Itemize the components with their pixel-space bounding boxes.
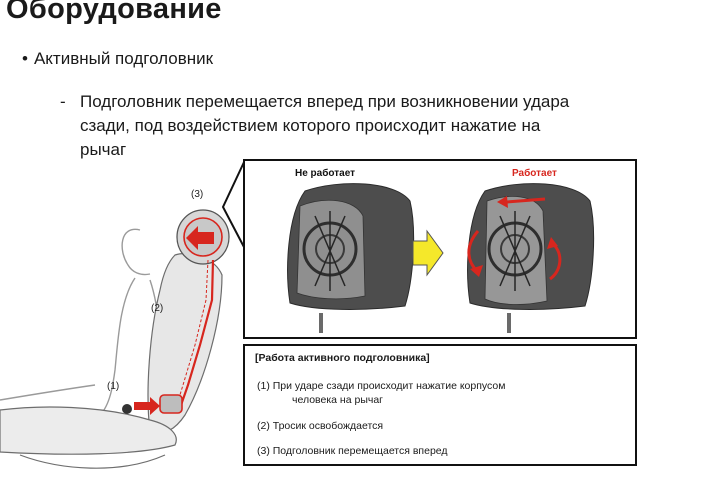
lever-mechanism [122, 394, 183, 415]
sub-line-2: сзади, под воздействием которого происхо… [80, 116, 541, 135]
sub-line-3: рычаг [80, 140, 127, 159]
callout-2: (2) [151, 303, 164, 314]
bullet-text: Активный подголовник [33, 49, 214, 68]
seat-back [147, 253, 223, 434]
headrest-photos [287, 183, 595, 333]
info-item-1b: человека на рычаг [292, 394, 384, 406]
seat-cushion [0, 406, 177, 469]
info-item-1a: (1) При ударе сзади происходит нажатие к… [257, 380, 506, 392]
label-not-working: Не работает [295, 168, 356, 179]
yellow-arrow [412, 229, 444, 277]
headrest-photo-active [467, 183, 595, 333]
page-title: Оборудование [6, 0, 222, 25]
cable-path-outline [175, 259, 209, 409]
cable-path [178, 259, 215, 409]
headrest-photo-panel: Не работает Работает [243, 159, 637, 339]
seat-diagram [0, 209, 230, 469]
info-header: [Работа активного подголовника] [255, 352, 430, 364]
callout-connector [221, 159, 246, 250]
info-item-2: (2) Тросик освобождается [257, 420, 384, 432]
label-working: Работает [512, 168, 557, 179]
info-box: [Работа активного подголовника] (1) При … [243, 344, 637, 466]
headrest-diagram [176, 209, 230, 265]
info-item-3: (3) Подголовник перемещается вперед [257, 445, 448, 457]
callout-1: (1) [107, 381, 120, 392]
callout-3: (3) [191, 189, 204, 200]
sub-line-1: Подголовник перемещается вперед при возн… [80, 92, 570, 111]
bullet-mark: • [22, 49, 28, 68]
sub-dash: - [60, 92, 66, 111]
headrest-photo-inactive [287, 183, 415, 333]
sub-bullet: - Подголовник перемещается вперед при во… [60, 90, 680, 162]
person-silhouette [0, 228, 161, 431]
bullet-item: • Активный подголовник [22, 49, 213, 69]
